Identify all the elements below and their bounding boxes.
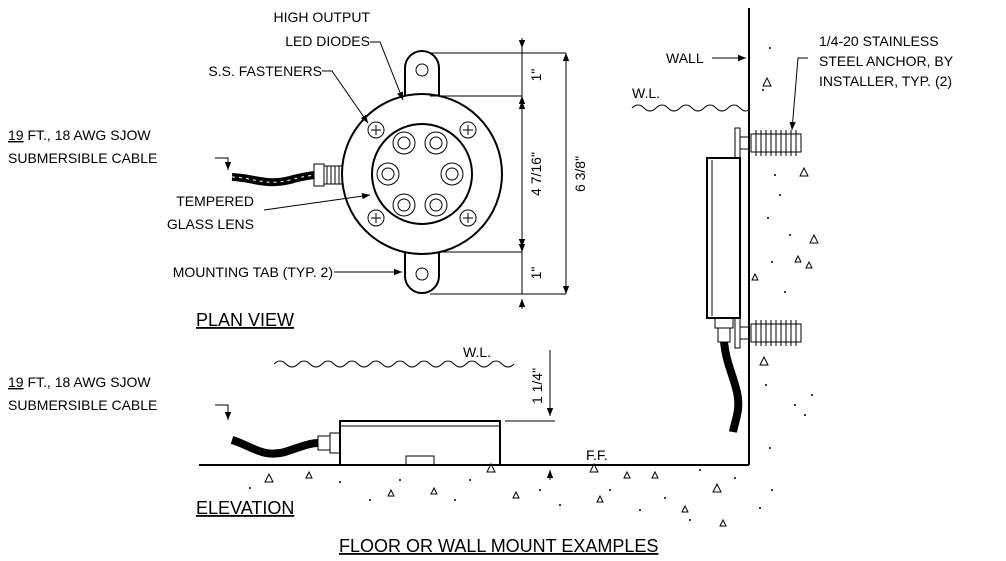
wall-label: WALL — [666, 50, 704, 66]
elevation-view — [199, 350, 761, 527]
elev-cable-length: 19 — [8, 374, 24, 390]
main-title: FLOOR OR WALL MOUNT EXAMPLES — [339, 536, 658, 556]
led-diodes — [376, 131, 464, 217]
led-label-line1: HIGH OUTPUT — [274, 9, 371, 25]
bottom-tab-hole — [415, 267, 429, 281]
wall-anchor-top — [750, 130, 802, 156]
plan-cable-spec: FT., 18 AWG SJOW — [24, 127, 152, 143]
fastener-set — [367, 121, 477, 227]
glass-lens — [371, 123, 473, 225]
anchor-label-line1: 1/4-20 STAINLESS — [819, 33, 939, 49]
elev-cable-label-line1: 19 FT., 18 AWG SJOW — [8, 374, 151, 390]
bottom-mounting-tab — [404, 252, 440, 294]
dim-elev-height: 1 1/4" — [529, 368, 545, 404]
fixture-body-outer — [341, 93, 503, 255]
plan-cable-length: 19 — [8, 127, 24, 143]
dim-tab-bottom: 1" — [528, 267, 544, 280]
floor-concrete-pattern — [264, 462, 727, 527]
elev-cable-label-line2: SUBMERSIBLE CABLE — [8, 397, 157, 413]
fasteners-label: S.S. FASTENERS — [208, 63, 322, 79]
elevation-fixture-body — [339, 420, 501, 466]
anchor-label-line3: INSTALLER, TYP. (2) — [819, 73, 952, 89]
wall-cable — [720, 341, 743, 433]
elev-cable-spec: FT., 18 AWG SJOW — [24, 374, 152, 390]
elevation-title: ELEVATION — [196, 498, 294, 518]
floor-water-line — [273, 360, 515, 368]
dim-tab-top: 1" — [528, 69, 544, 82]
wall-concrete-pattern — [762, 47, 813, 491]
plan-cable-label-line1: 19 FT., 18 AWG SJOW — [8, 127, 151, 143]
wall-bottom-tab — [734, 317, 741, 349]
dim-body-height: 4 7/16" — [528, 152, 544, 196]
finished-floor-label: F.F. — [586, 447, 608, 463]
wall-mount-view — [631, 8, 819, 491]
lens-label-line2: GLASS LENS — [167, 216, 254, 232]
dim-overall: 6 3/8" — [572, 156, 588, 192]
wall-anchor-bottom — [750, 320, 802, 346]
top-tab-hole — [415, 63, 429, 77]
floor-wl-label: W.L. — [463, 344, 491, 360]
plan-cable — [231, 171, 315, 187]
plan-cable-label-line2: SUBMERSIBLE CABLE — [8, 150, 157, 166]
top-mounting-tab — [404, 50, 440, 96]
mounting-tab-label: MOUNTING TAB (TYP. 2) — [173, 264, 333, 280]
wall-wl-label: W.L. — [632, 85, 660, 101]
plan-view-title: PLAN VIEW — [196, 310, 294, 330]
anchor-label-line2: STEEL ANCHOR, BY — [819, 53, 954, 69]
plan-view — [215, 38, 570, 309]
wall-top-tab — [734, 127, 741, 159]
plan-cable-gland — [313, 163, 343, 187]
led-label-line2: LED DIODES — [285, 33, 370, 49]
plan-dimensions — [430, 38, 570, 309]
wall-water-line — [631, 104, 751, 112]
lens-label-line1: TEMPERED — [176, 193, 254, 209]
elevation-cable — [230, 436, 319, 458]
